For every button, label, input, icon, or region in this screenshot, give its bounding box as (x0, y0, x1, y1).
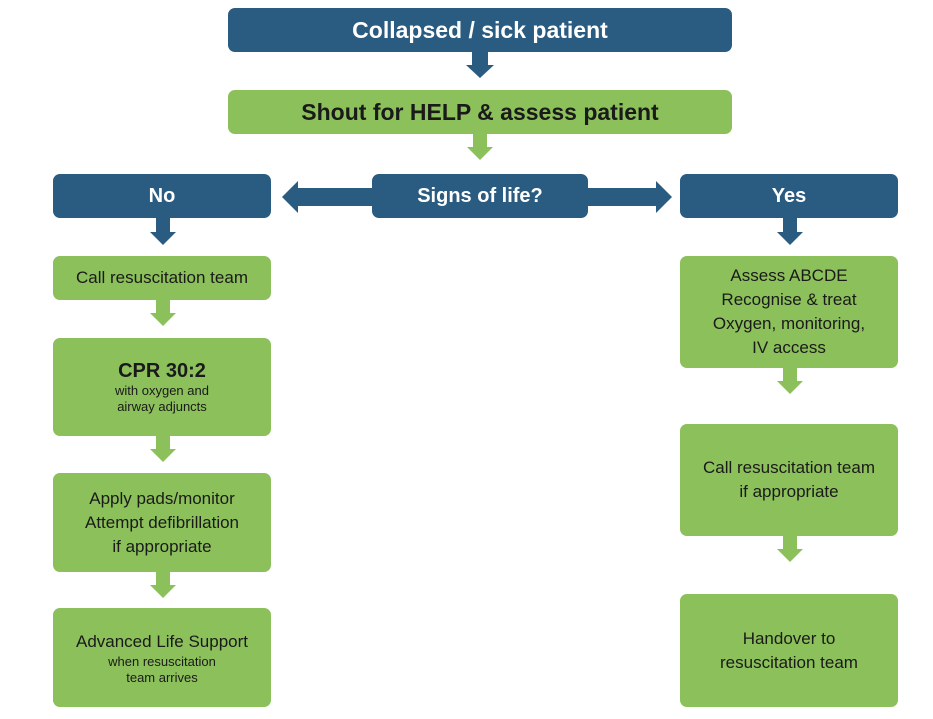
handover-box: Handover to resuscitation team (680, 594, 898, 707)
handover-line-2: resuscitation team (720, 652, 858, 672)
handover-line-1: Handover to (742, 628, 836, 648)
shout-label: Shout for HELP & assess patient (301, 98, 659, 125)
pads-box: Apply pads/monitor Attempt defibrillatio… (53, 473, 271, 572)
als-sub-1: when resuscitation (108, 653, 216, 669)
collapsed-label: Collapsed / sick patient (352, 16, 608, 43)
arrow-down-no (150, 218, 176, 245)
pads-line-3: if appropriate (112, 536, 212, 556)
signs-of-life-label: Signs of life? (417, 184, 543, 207)
arrow-down-cpr (150, 436, 176, 462)
pads-line-1: Apply pads/monitor (89, 488, 235, 508)
call-resus-yes-line-1: Call resuscitation team (703, 458, 875, 477)
als-sub-2: team arrives (126, 669, 198, 685)
arrow-down-yes (777, 218, 803, 245)
cpr-box: CPR 30:2 with oxygen and airway adjuncts (53, 338, 271, 436)
call-resus-label: Call resuscitation team (76, 268, 248, 287)
yes-label: Yes (771, 184, 807, 207)
call-resus-yes-box: Call resuscitation team if appropriate (680, 424, 898, 536)
arrow-down-assess (777, 368, 803, 394)
arrow-left-no (282, 181, 372, 213)
arrow-down-call-yes (777, 536, 803, 562)
arrow-down-collapsed (466, 52, 494, 78)
assess-box: Assess ABCDE Recognise & treat Oxygen, m… (680, 256, 898, 368)
arrow-right-yes (588, 181, 672, 213)
signs-of-life-box: Signs of life? (372, 174, 588, 218)
no-box: No (53, 174, 271, 218)
als-title: Advanced Life Support (75, 631, 248, 651)
arrow-down-call (150, 300, 176, 326)
call-resus-yes-line-2: if appropriate (739, 482, 839, 501)
assess-line-1: Assess ABCDE (730, 266, 848, 285)
yes-box: Yes (680, 174, 898, 218)
pads-line-2: Attempt defibrillation (84, 512, 240, 532)
no-label: No (148, 184, 176, 207)
collapsed-box: Collapsed / sick patient (228, 8, 732, 52)
cpr-sub-1: with oxygen and (115, 383, 209, 398)
assess-line-4: IV access (752, 338, 826, 357)
arrow-down-shout (467, 134, 493, 160)
cpr-title: CPR 30:2 (118, 360, 206, 382)
cpr-sub-2: airway adjuncts (117, 399, 207, 414)
call-resus-box: Call resuscitation team (53, 256, 271, 300)
assess-line-2: Recognise & treat (721, 290, 857, 309)
als-box: Advanced Life Support when resuscitation… (53, 608, 271, 707)
shout-box: Shout for HELP & assess patient (228, 90, 732, 134)
arrow-down-pads (150, 572, 176, 598)
assess-line-3: Oxygen, monitoring, (712, 314, 866, 333)
